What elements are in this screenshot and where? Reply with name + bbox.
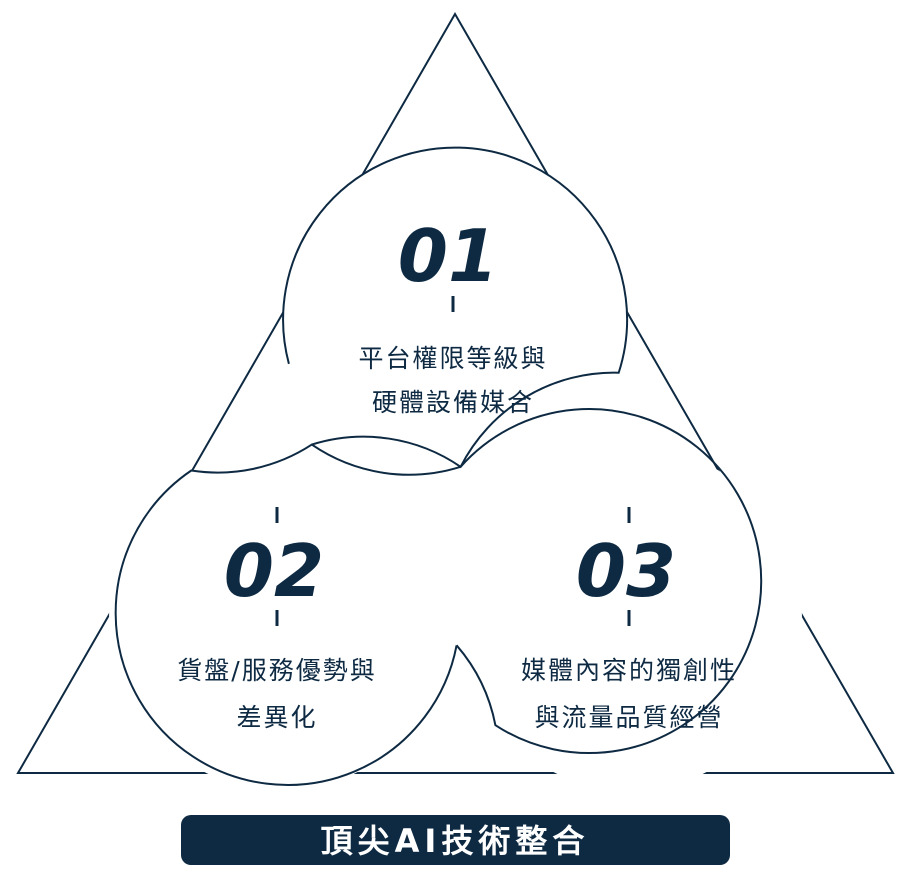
item-02-label-line2: 差異化 (236, 703, 317, 732)
item-01-label-line2: 硬體設備媒合 (372, 388, 534, 417)
bottom-banner-label: 頂尖AI技術整合 (321, 822, 590, 860)
bottom-banner-background (181, 815, 730, 865)
item-02: 02 貨盤/服務優勢與 差異化 (177, 507, 376, 732)
bottom-banner: 頂尖AI技術整合 (181, 815, 730, 865)
item-03-number: 03 (576, 529, 676, 613)
item-01-label-line1: 平台權限等級與 (358, 344, 547, 373)
item-02-label-line1: 貨盤/服務優勢與 (177, 656, 376, 685)
item-03-label-line2: 與流量品質經營 (534, 703, 723, 732)
item-01: 01 平台權限等級與 硬體設備媒合 (358, 214, 547, 417)
item-03-label-line1: 媒體內容的獨創性 (521, 656, 737, 685)
item-02-number: 02 (224, 529, 324, 613)
item-01-number: 01 (398, 214, 498, 298)
circle-outline-03 (455, 408, 763, 755)
circle-outline-02 (114, 443, 461, 786)
outer-triangle (16, 11, 895, 774)
item-03: 03 媒體內容的獨創性 與流量品質經營 (521, 507, 737, 732)
